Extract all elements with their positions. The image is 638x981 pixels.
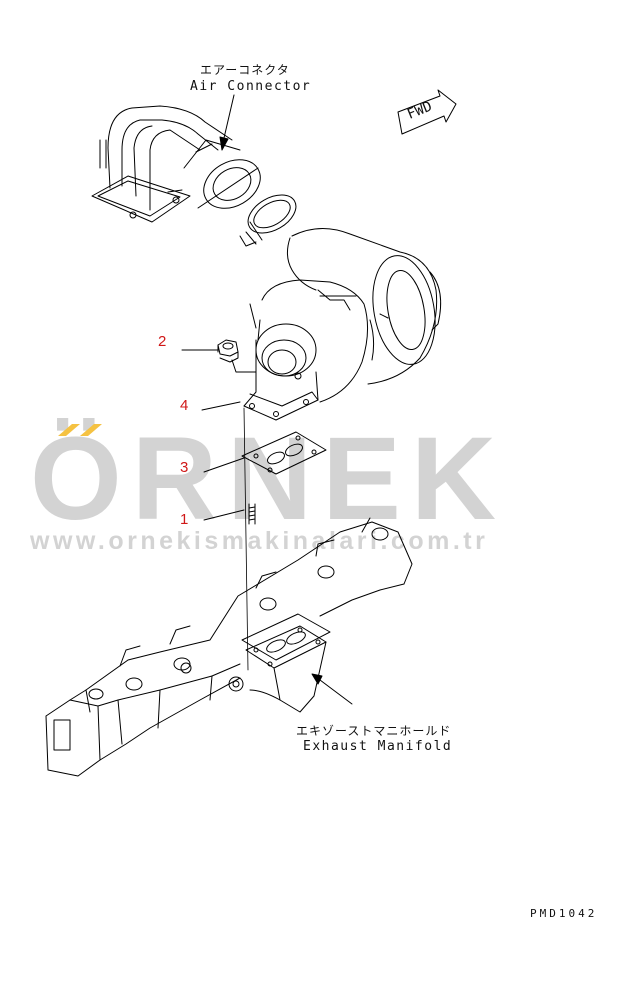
exhaust-manifold-part (45, 517, 413, 777)
air-connector-part (91, 105, 261, 223)
air-connector-label-en: Air Connector (190, 79, 312, 94)
drawing-code: PMD1042 (530, 907, 598, 920)
air-connector-label-jp: エアーコネクタ (200, 63, 290, 77)
fwd-arrow-symbol (397, 89, 457, 135)
callout-1: 1 (180, 511, 189, 528)
callout-leaders (181, 349, 245, 521)
nut-part (217, 339, 239, 363)
callout-2: 2 (158, 333, 167, 350)
exhaust-manifold-label-jp: エキゾーストマニホールド (296, 724, 452, 738)
air-connector-leader (223, 94, 235, 139)
exhaust-manifold-leader (319, 679, 353, 705)
exhaust-manifold-label-en: Exhaust Manifold (303, 739, 453, 754)
callout-4: 4 (180, 397, 189, 414)
watermark-logo: ÖRNEK (30, 413, 507, 545)
gasket-part (241, 431, 327, 475)
watermark-url: www.ornekismakinalari.com.tr (30, 527, 489, 555)
callout-3: 3 (180, 459, 189, 476)
stud-part (248, 503, 256, 525)
turbocharger-part (231, 228, 442, 421)
assembly-center-line (243, 407, 249, 671)
clamp-part (239, 194, 297, 247)
